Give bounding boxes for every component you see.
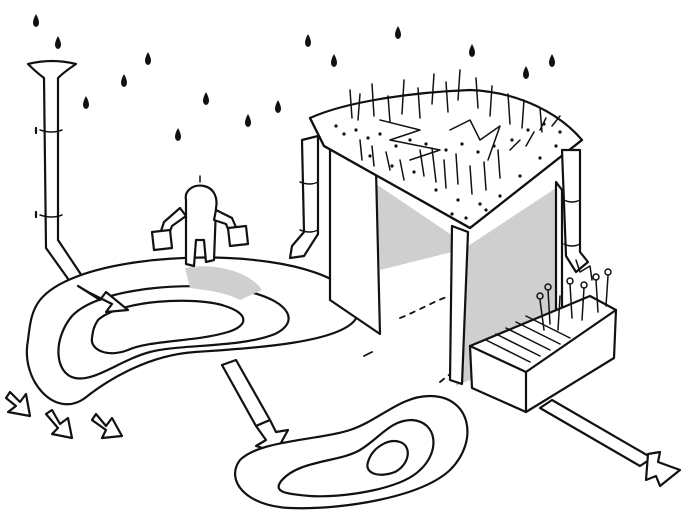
roof-dot — [434, 188, 437, 191]
rain-drop — [203, 92, 209, 105]
roof-dot — [510, 138, 513, 141]
roof-dot — [342, 132, 345, 135]
roof-dot — [558, 130, 561, 133]
rain-drop — [275, 100, 281, 113]
roof-dot — [378, 132, 381, 135]
person-figure — [152, 176, 248, 266]
roof-dot — [484, 208, 487, 211]
roof-dot — [476, 150, 479, 153]
rain-drop — [331, 54, 337, 67]
roof-dot — [526, 128, 529, 131]
roof-dot — [390, 164, 393, 167]
roof-dot — [354, 128, 357, 131]
rain-drop — [33, 14, 39, 27]
roof-dot — [450, 212, 453, 215]
rain-drop — [245, 114, 251, 127]
overflow-arrow-1 — [6, 392, 30, 416]
overflow-arrow-3 — [92, 414, 122, 438]
roof-dot — [478, 202, 481, 205]
roof-dot — [424, 142, 427, 145]
overflow-arrow-2 — [46, 410, 72, 438]
roof-dot — [394, 144, 397, 147]
roof-dot — [492, 144, 495, 147]
roof-dot — [464, 216, 467, 219]
roof-dot — [368, 154, 371, 157]
roof-dot — [408, 138, 411, 141]
rain-drop — [175, 128, 181, 141]
rain-drop — [145, 52, 151, 65]
connecting-channel — [222, 360, 288, 452]
rain-drop — [549, 54, 555, 67]
roof-dot — [412, 170, 415, 173]
building-downpipe-left — [290, 136, 318, 258]
building-downpipe-right — [562, 150, 588, 272]
retention-pond-left — [27, 258, 359, 405]
rain-drop — [305, 34, 311, 47]
left-downpipe — [28, 61, 86, 290]
roof-dot — [542, 122, 545, 125]
rain-drop — [83, 96, 89, 109]
roof-dot — [366, 136, 369, 139]
rain-drop — [121, 74, 127, 87]
roof-dot — [518, 174, 521, 177]
roof-dot — [554, 144, 557, 147]
roof-dot — [460, 142, 463, 145]
roof-dot — [498, 194, 501, 197]
rain-drop — [55, 36, 61, 49]
roof-dot — [456, 198, 459, 201]
rain-drop — [469, 44, 475, 57]
roof-dot — [538, 156, 541, 159]
roof-dot — [334, 124, 337, 127]
roof-dot — [444, 148, 447, 151]
rain-drop — [395, 26, 401, 39]
retention-pond-lower — [235, 396, 467, 508]
rain-drop — [523, 66, 529, 79]
